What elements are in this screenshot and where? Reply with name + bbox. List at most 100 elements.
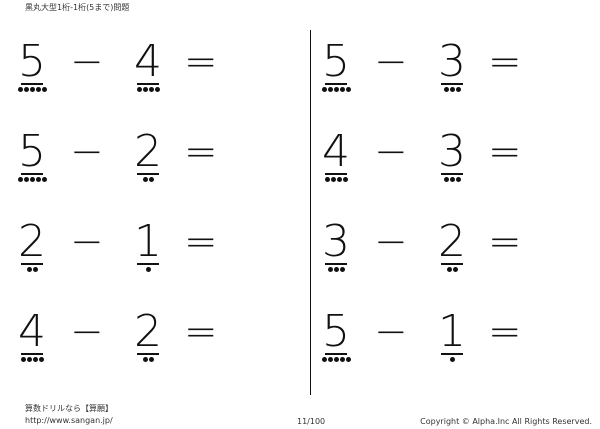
counting-dot	[23, 177, 29, 182]
minuend-digit: 5	[18, 126, 46, 177]
subtrahend-digit: 1	[438, 306, 466, 357]
counting-dots	[434, 177, 470, 182]
counting-dot	[345, 87, 351, 92]
counting-dot	[339, 267, 345, 272]
counting-dot	[345, 357, 351, 362]
counting-dot	[333, 357, 339, 362]
problem-3: 5−2=	[8, 130, 238, 190]
counting-dot	[327, 87, 333, 92]
counting-dot	[330, 177, 336, 182]
digit-underline	[325, 173, 347, 175]
page-number: 11/100	[297, 417, 326, 426]
footer-left: 算数ドリルなら【算願】 http://www.sangan.jp/	[25, 403, 113, 427]
digit-underline	[325, 353, 347, 355]
equals-sign: =	[184, 39, 218, 85]
minuend: 2	[14, 220, 50, 280]
minuend: 5	[14, 40, 50, 100]
problem-6: 3−2=	[312, 220, 542, 280]
minuend-digit: 4	[18, 306, 46, 357]
minuend: 5	[318, 310, 354, 370]
counting-dot	[321, 87, 327, 92]
counting-dot	[142, 177, 148, 182]
counting-dot	[41, 87, 47, 92]
equals-sign: =	[488, 309, 522, 355]
digit-underline	[137, 353, 159, 355]
counting-dot	[26, 267, 32, 272]
counting-dots	[434, 87, 470, 92]
minus-sign: −	[374, 219, 408, 265]
footer-url[interactable]: http://www.sangan.jp/	[25, 416, 113, 425]
subtrahend: 2	[130, 130, 166, 190]
counting-dot	[449, 87, 455, 92]
digit-underline	[441, 83, 463, 85]
subtrahend-digit: 2	[134, 126, 162, 177]
digit-underline	[137, 263, 159, 265]
minuend-digit: 5	[18, 36, 46, 87]
counting-dot	[327, 357, 333, 362]
digit-underline	[21, 263, 43, 265]
equals-sign: =	[488, 219, 522, 265]
minuend: 5	[318, 40, 354, 100]
minuend-digit: 3	[322, 216, 350, 267]
counting-dot	[449, 357, 455, 362]
minuend-digit: 4	[322, 126, 350, 177]
counting-dot	[148, 357, 154, 362]
digit-underline	[441, 263, 463, 265]
counting-dot	[336, 177, 342, 182]
subtrahend-digit: 3	[438, 126, 466, 177]
minus-sign: −	[374, 309, 408, 355]
problem-1: 5−4=	[8, 40, 238, 100]
counting-dots	[14, 357, 50, 362]
counting-dot	[136, 87, 142, 92]
counting-dot	[29, 87, 35, 92]
digit-underline	[137, 173, 159, 175]
worksheet-title: 黒丸大型1桁-1桁(5まで)問題	[25, 3, 130, 12]
counting-dot	[142, 87, 148, 92]
minuend: 5	[14, 130, 50, 190]
counting-dot	[342, 177, 348, 182]
counting-dots	[130, 177, 166, 182]
subtrahend: 1	[130, 220, 166, 280]
counting-dot	[452, 267, 458, 272]
minuend-digit: 5	[322, 306, 350, 357]
subtrahend: 1	[434, 310, 470, 370]
counting-dot	[154, 87, 160, 92]
equals-sign: =	[488, 129, 522, 175]
minus-sign: −	[70, 39, 104, 85]
counting-dot	[29, 177, 35, 182]
counting-dot	[333, 267, 339, 272]
counting-dot	[23, 87, 29, 92]
counting-dot	[41, 177, 47, 182]
counting-dots	[318, 267, 354, 272]
problem-5: 2−1=	[8, 220, 238, 280]
counting-dot	[20, 357, 26, 362]
digit-underline	[441, 353, 463, 355]
counting-dots	[14, 177, 50, 182]
counting-dot	[333, 87, 339, 92]
counting-dot	[443, 87, 449, 92]
counting-dot	[443, 177, 449, 182]
counting-dot	[35, 87, 41, 92]
minuend: 4	[318, 130, 354, 190]
subtrahend: 2	[130, 310, 166, 370]
problem-grid: 5−4=5−3=5−2=4−3=2−1=3−2=4−2=5−1=	[8, 40, 542, 370]
counting-dot	[142, 357, 148, 362]
counting-dots	[130, 87, 166, 92]
counting-dot	[35, 177, 41, 182]
counting-dots	[130, 357, 166, 362]
counting-dot	[17, 87, 23, 92]
counting-dot	[455, 177, 461, 182]
counting-dot	[148, 177, 154, 182]
digit-underline	[137, 83, 159, 85]
counting-dots	[14, 267, 50, 272]
counting-dot	[321, 357, 327, 362]
counting-dot	[449, 177, 455, 182]
counting-dot	[339, 87, 345, 92]
counting-dot	[455, 87, 461, 92]
counting-dot	[148, 87, 154, 92]
counting-dots	[318, 357, 354, 362]
counting-dot	[26, 357, 32, 362]
equals-sign: =	[184, 309, 218, 355]
digit-underline	[21, 83, 43, 85]
digit-underline	[441, 173, 463, 175]
